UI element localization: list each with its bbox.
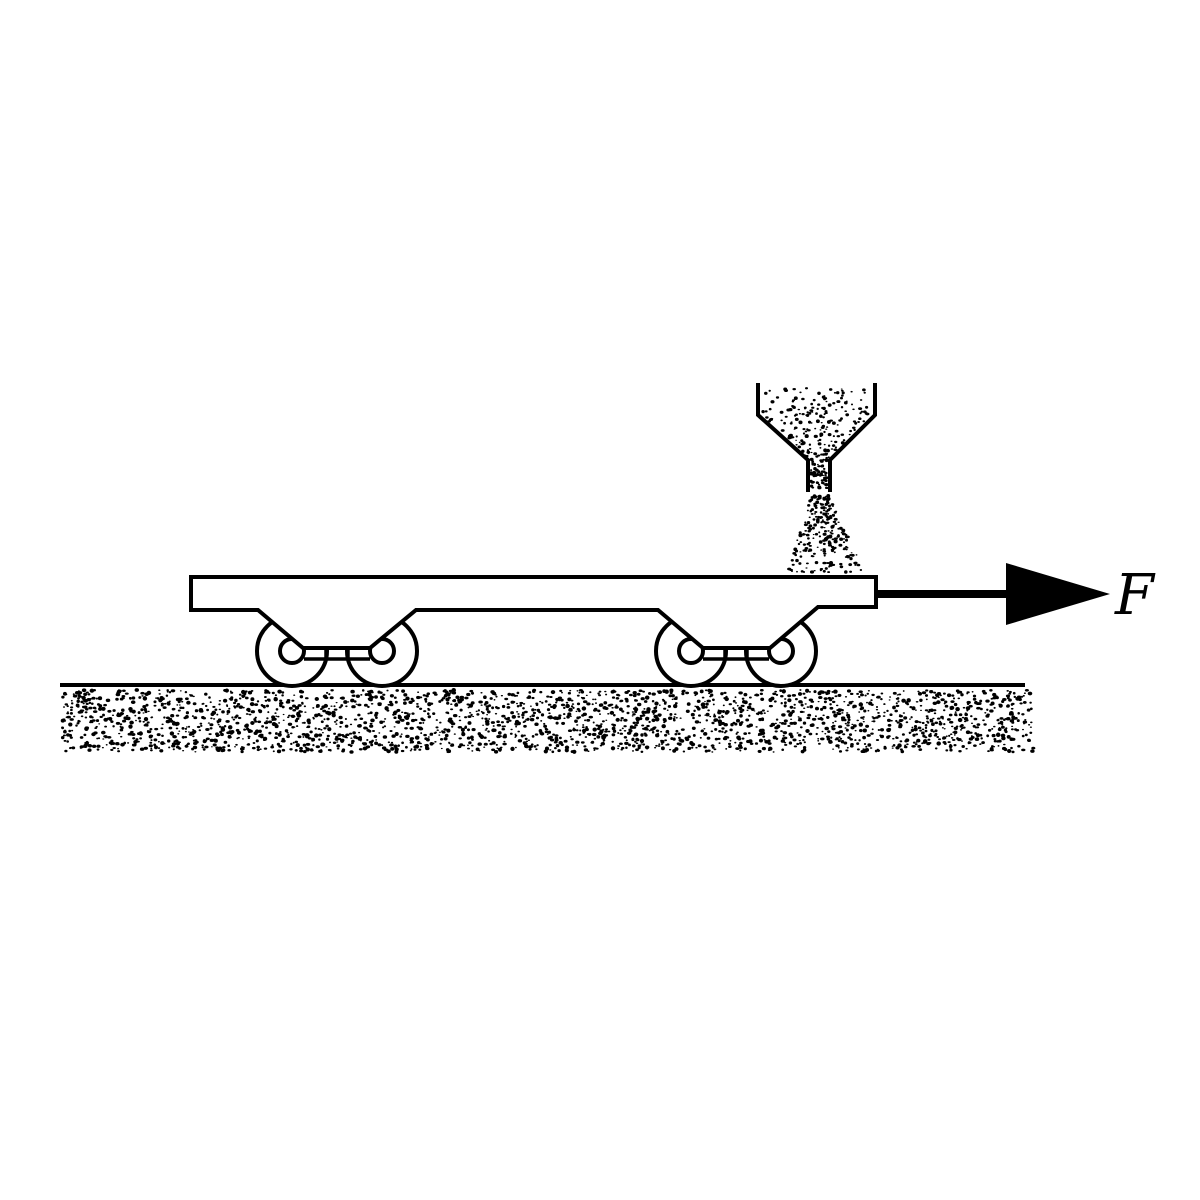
force-arrow-icon bbox=[876, 563, 1110, 625]
bogie-details bbox=[304, 648, 769, 661]
sand-stream-icon bbox=[761, 387, 870, 574]
force-label: F bbox=[1114, 563, 1156, 628]
ground-hatch-icon bbox=[60, 687, 1036, 754]
hopper-icon bbox=[756, 383, 877, 492]
flatcar-icon bbox=[189, 575, 878, 650]
